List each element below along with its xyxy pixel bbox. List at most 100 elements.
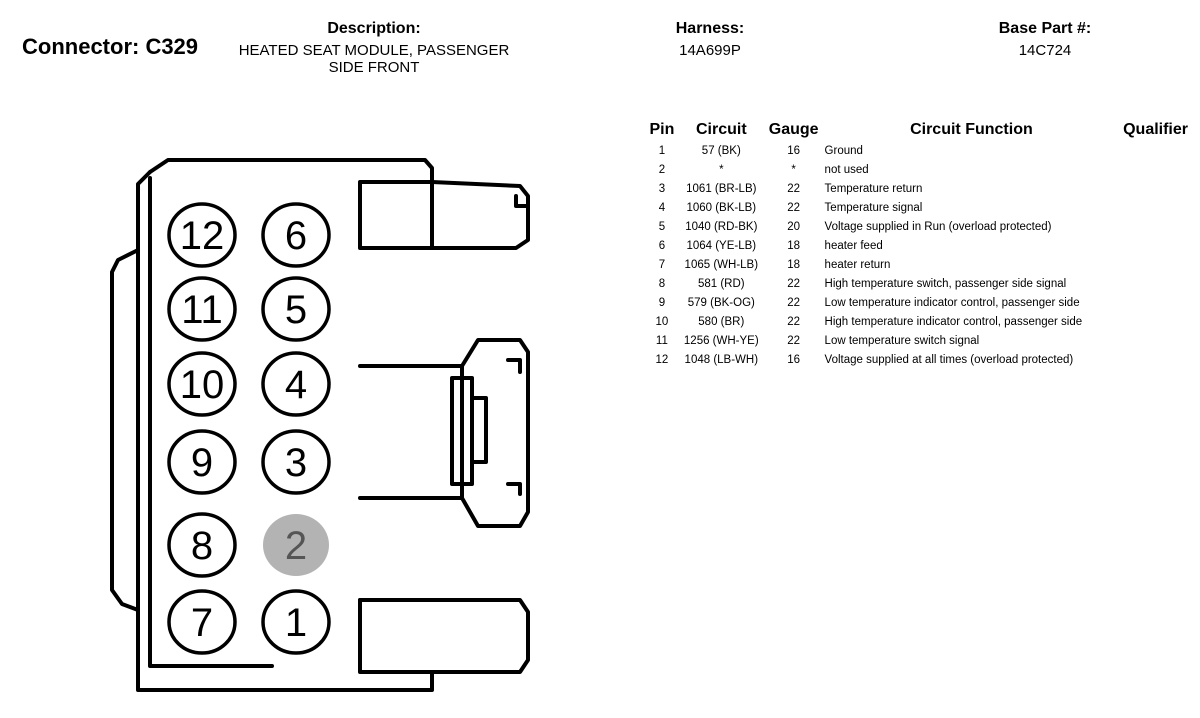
pin-8-label: 8 bbox=[191, 524, 213, 568]
qualifier-cell bbox=[1118, 198, 1188, 217]
pin-cell: 2 bbox=[658, 163, 666, 176]
pin-4-cavity bbox=[261, 351, 331, 417]
circuit-cell: 1048 (LB-WH) bbox=[684, 353, 759, 366]
pin-3-cavity bbox=[261, 429, 331, 495]
header-qualifier: Qualifier bbox=[1123, 121, 1188, 138]
header-pin: Pin bbox=[649, 121, 675, 138]
pin-cell: 8 bbox=[658, 277, 666, 290]
gauge-cell: 16 bbox=[787, 353, 801, 366]
pin-7-label: 7 bbox=[191, 601, 213, 645]
pin-cell: 6 bbox=[658, 239, 666, 252]
pin-2-label: 2 bbox=[285, 524, 307, 568]
table-row: 9 579 (BK-OG) 22 Low temperature indicator … bbox=[648, 293, 1188, 312]
gauge-cell: 22 bbox=[787, 315, 801, 328]
pin-cell: 5 bbox=[658, 220, 666, 233]
function-cell: Voltage supplied at all times (overload … bbox=[824, 353, 1074, 366]
qualifier-cell bbox=[1118, 293, 1188, 312]
connector-label: Connector: C329 bbox=[22, 34, 199, 59]
pin-1-cavity bbox=[261, 589, 331, 655]
pin-4-label: 4 bbox=[285, 363, 307, 407]
pin-cell: 12 bbox=[655, 353, 669, 366]
pin-9-label: 9 bbox=[191, 441, 213, 485]
gauge-cell: 22 bbox=[787, 277, 801, 290]
base-part-heading: Base Part #: bbox=[998, 20, 1092, 37]
description-heading: Description: bbox=[327, 20, 421, 37]
table-row: 1 57 (BK) 16 Ground bbox=[648, 141, 1188, 160]
qualifier-cell bbox=[1118, 350, 1188, 369]
pin-9-cavity bbox=[167, 429, 237, 495]
qualifier-cell bbox=[1118, 217, 1188, 236]
circuit-cell: 579 (BK-OG) bbox=[687, 296, 755, 309]
function-cell: heater feed bbox=[824, 239, 883, 252]
circuit-cell: 581 (RD) bbox=[697, 277, 745, 290]
pin-2-cavity bbox=[263, 514, 329, 576]
pin-10-cavity bbox=[167, 351, 237, 417]
qualifier-cell bbox=[1118, 274, 1188, 293]
harness-value: 14A699P bbox=[679, 42, 741, 59]
circuit-cell: 1256 (WH-YE) bbox=[683, 334, 759, 347]
pin-1-label: 1 bbox=[285, 601, 307, 645]
pin-11-cavity bbox=[167, 276, 237, 342]
function-cell: High temperature indicator control, pass… bbox=[824, 315, 1083, 328]
gauge-cell: 22 bbox=[787, 201, 801, 214]
function-cell: heater return bbox=[824, 258, 891, 271]
pin-cell: 9 bbox=[658, 296, 666, 309]
pin-cell: 1 bbox=[658, 144, 666, 157]
circuit-cell: 1060 (BK-LB) bbox=[686, 201, 757, 214]
qualifier-cell bbox=[1118, 236, 1188, 255]
description-value: HEATED SEAT MODULE, PASSENGER SIDE FRONT bbox=[238, 42, 510, 76]
pin-10-label: 10 bbox=[180, 363, 225, 407]
function-cell: not used bbox=[824, 163, 869, 176]
gauge-cell: 20 bbox=[787, 220, 801, 233]
gauge-cell: 22 bbox=[787, 296, 801, 309]
qualifier-cell bbox=[1118, 160, 1188, 179]
gauge-cell: 18 bbox=[787, 258, 801, 271]
function-cell: Temperature return bbox=[824, 182, 923, 195]
gauge-cell: 16 bbox=[787, 144, 801, 157]
circuit-cell: 1040 (RD-BK) bbox=[685, 220, 758, 233]
circuit-cell: 1065 (WH-LB) bbox=[684, 258, 759, 271]
base-part-value: 14C724 bbox=[1018, 42, 1072, 59]
table-row: 3 1061 (BR-LB) 22 Temperature return bbox=[648, 179, 1188, 198]
table-row: 8 581 (RD) 22 High temperature switch, pass… bbox=[648, 274, 1188, 293]
circuit-cell: 580 (BR) bbox=[698, 315, 745, 328]
circuit-cell: 1064 (YE-LB) bbox=[686, 239, 757, 252]
circuit-cell: * bbox=[719, 163, 724, 176]
gauge-cell: 18 bbox=[787, 239, 801, 252]
qualifier-cell bbox=[1118, 331, 1188, 350]
header-circuit: Circuit bbox=[695, 121, 747, 138]
circuit-cell: 1061 (BR-LB) bbox=[686, 182, 757, 195]
pin-cell: 3 bbox=[658, 182, 666, 195]
pin-12-label: 12 bbox=[180, 214, 225, 258]
function-cell: Ground bbox=[824, 144, 863, 157]
table-row: 6 1064 (YE-LB) 18 heater feed bbox=[648, 236, 1188, 255]
pin-8-cavity bbox=[167, 512, 237, 578]
table-row: 2 * * not used bbox=[648, 160, 1188, 179]
qualifier-cell bbox=[1118, 255, 1188, 274]
pin-7-cavity bbox=[167, 589, 237, 655]
pin-11-label: 11 bbox=[181, 288, 223, 332]
qualifier-cell bbox=[1118, 312, 1188, 331]
pin-cell: 4 bbox=[658, 201, 666, 214]
pin-table: Pin Circuit Gauge Circuit Function Quali… bbox=[648, 119, 1188, 369]
table-row: 5 1040 (RD-BK) 20 Voltage supplied in Run (… bbox=[648, 217, 1188, 236]
gauge-cell: 22 bbox=[787, 182, 801, 195]
gauge-cell: * bbox=[791, 163, 796, 176]
function-cell: Voltage supplied in Run (overload protec… bbox=[824, 220, 1052, 233]
function-cell: Low temperature indicator control, passe… bbox=[824, 296, 1080, 309]
pin-cell: 10 bbox=[655, 315, 669, 328]
qualifier-cell bbox=[1118, 141, 1188, 160]
circuit-cell: 57 (BK) bbox=[701, 144, 741, 157]
pin-3-label: 3 bbox=[285, 441, 307, 485]
pin-5-cavity bbox=[261, 276, 331, 342]
gauge-cell: 22 bbox=[787, 334, 801, 347]
function-cell: High temperature switch, passenger side … bbox=[824, 277, 1067, 290]
pin-5-label: 5 bbox=[285, 288, 307, 332]
table-row: 12 1048 (LB-WH) 16 Voltage supplied at all … bbox=[648, 350, 1188, 369]
pin-cell: 11 bbox=[655, 334, 668, 347]
qualifier-cell bbox=[1118, 179, 1188, 198]
pin-12-cavity bbox=[167, 202, 237, 268]
header-gauge: Gauge bbox=[768, 121, 819, 138]
